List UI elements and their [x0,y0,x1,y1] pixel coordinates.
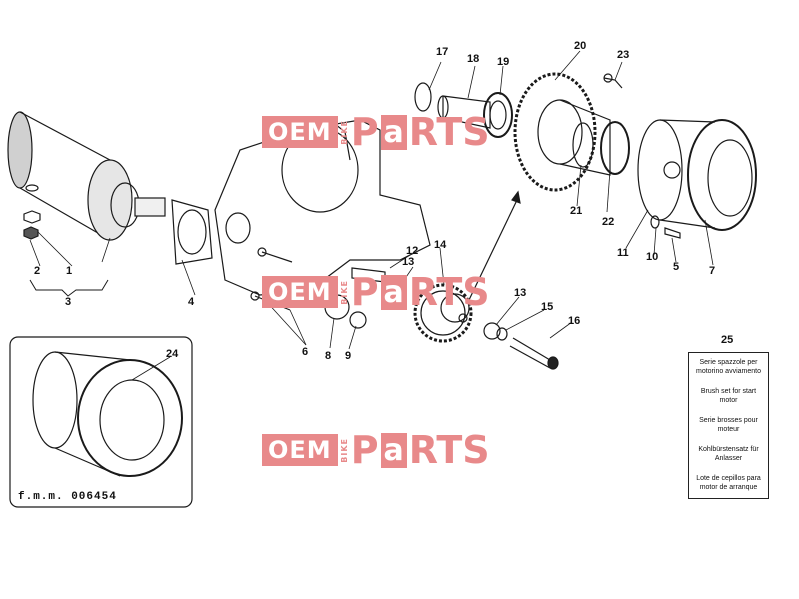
legend-row-fr: Serie brosses pour moteur [689,411,768,440]
callout-13b: 13 [514,287,527,299]
starter-nuts [23,210,41,240]
callout-20: 20 [574,40,587,52]
legend-text-french: Serie brosses pour moteur [699,417,758,433]
leader-lines [29,50,714,381]
legend-text-spanish: Lote de cepillos para motor de arranque [696,475,761,491]
legend-row-en: Brush set for start motor [689,382,768,411]
thrust-washer [414,82,432,112]
brush-set-legend: Serie spazzole per motorino avviamento B… [688,352,769,499]
watermark-rts: RTS [408,110,490,154]
drawing-code: f.m.m. 006454 [18,491,117,503]
washer-10 [650,215,660,229]
watermark-a: a [380,114,407,150]
bolt-and-washers [483,322,559,370]
watermark-a: a [380,274,407,310]
callout-12: 12 [406,245,419,257]
watermark-rts: RTS [408,428,490,472]
callout-15: 15 [541,301,554,313]
watermark-bike: BIKE [339,437,349,463]
callout-22: 22 [602,216,615,228]
assembly-arrow [467,197,519,303]
callout-11: 11 [617,247,629,259]
callout-13a: 13 [402,256,415,268]
watermark-oem: OEM [262,276,338,308]
callout-8: 8 [325,350,332,362]
callout-19: 19 [497,56,510,68]
callout-21: 21 [570,205,583,217]
inset-frame [9,336,193,508]
watermark-top: OEM BIKE P a RTS [262,110,490,154]
callout-24: 24 [166,348,179,360]
callout-14: 14 [434,239,447,251]
roller-bearing [483,92,513,138]
starter-motor [7,111,166,241]
watermark-a: a [380,432,407,468]
legend-row-es: Lote de cepillos para motor de arranque [689,469,768,498]
callout-1: 1 [66,265,73,277]
callout-4: 4 [188,296,195,308]
pin-5 [664,227,681,239]
watermark-oem: OEM [262,434,338,466]
legend-text-italian: Serie spazzole per motorino avviamento [696,359,761,375]
watermark-oem: OEM [262,116,338,148]
legend-text-german: Kohlbürstensatz für Anlasser [698,446,759,462]
callout-23: 23 [617,49,630,61]
starter-gear [513,72,611,192]
idler-gear [413,283,473,343]
callout-25: 25 [721,334,734,346]
callout-16: 16 [568,315,581,327]
sleeve [437,95,491,129]
watermark-bike: BIKE [339,279,349,305]
callout-3: 3 [65,296,72,308]
screw [603,73,623,89]
callout-9: 9 [345,350,352,362]
watermark-bottom: OEM BIKE P a RTS [262,428,490,472]
gasket [171,199,213,265]
legend-row-it: Serie spazzole per motorino avviamento [689,353,768,382]
watermark-p: P [350,110,379,154]
watermark-middle: OEM BIKE P a RTS [262,270,490,314]
watermark-p: P [350,270,379,314]
callout-2: 2 [34,265,41,277]
legend-text-english: Brush set for start motor [700,388,757,404]
flywheel-housing [637,119,757,231]
watermark-rts: RTS [408,270,490,314]
callout-7: 7 [709,265,716,277]
inset-brush-holder [32,351,183,477]
legend-row-de: Kohlbürstensatz für Anlasser [689,440,768,469]
watermark-bike: BIKE [339,119,349,145]
freewheel-clutch [572,121,630,175]
callout-18: 18 [467,53,480,65]
callout-10: 10 [646,251,659,263]
callout-5: 5 [673,261,680,273]
callout-6: 6 [302,346,309,358]
watermark-p: P [350,428,379,472]
callout-17: 17 [436,46,449,58]
